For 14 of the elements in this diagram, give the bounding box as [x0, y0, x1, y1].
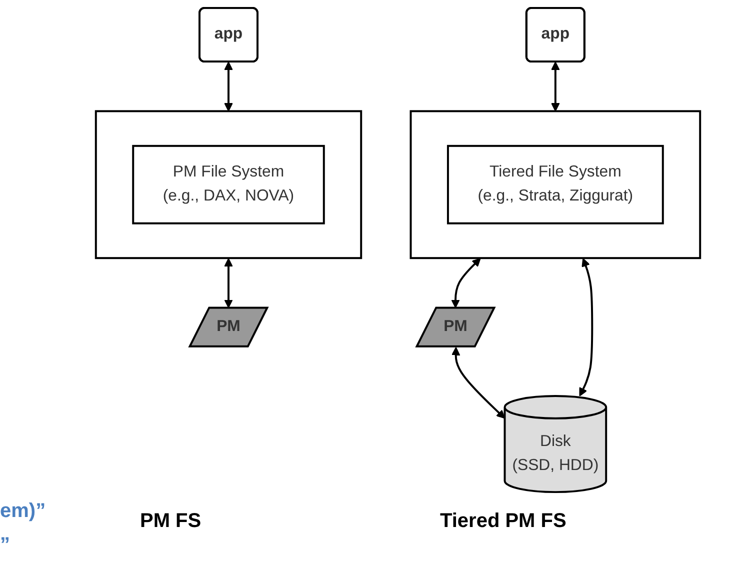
node-box: PM File System (e.g., DAX, NOVA): [132, 144, 325, 224]
arrow: [451, 346, 506, 419]
text-fragment: ”: [0, 534, 10, 557]
column-caption: PM FS: [140, 510, 202, 533]
node-box: Tiered File System (e.g., Strata, Ziggurat): [446, 144, 664, 224]
arrow: [579, 258, 594, 396]
arrow: [224, 258, 233, 308]
column-caption: Tiered PM FS: [440, 510, 566, 533]
arrow: [451, 258, 481, 308]
arrow: [551, 62, 560, 112]
cluster: [94, 110, 362, 260]
text-fragment: em)”: [0, 500, 46, 523]
cluster: [410, 110, 702, 260]
arrow: [224, 62, 233, 112]
